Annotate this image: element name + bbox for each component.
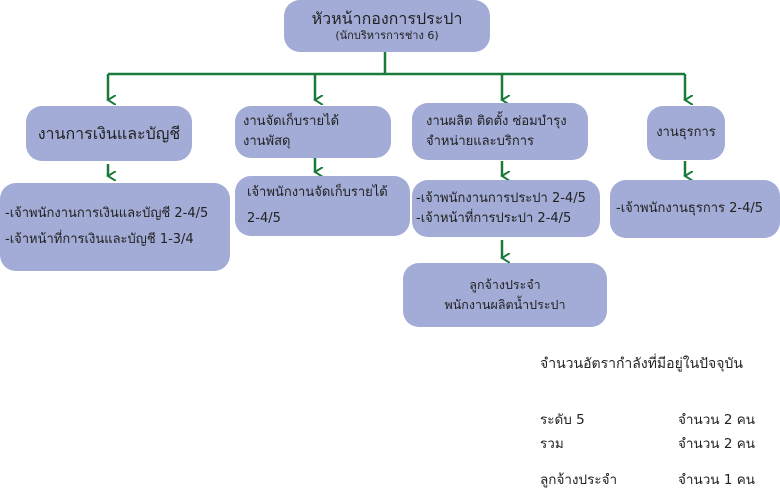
summary-value: จำนวน 2 คน: [678, 412, 755, 428]
head-box: หัวหน้ากองการประปา (นักบริหารการช่าง 6): [284, 0, 490, 52]
permanent-employee-box: ลูกจ้างประจำ พนักงานผลิตน้ำประปา: [403, 263, 607, 327]
staff-item: เจ้าพนักงานจัดเก็บรายได้: [247, 185, 388, 200]
finance-staff: -เจ้าพนักงานการเงินและบัญชี 2-4/5 -เจ้าห…: [0, 183, 230, 271]
unit-admin: งานธุรการ: [647, 106, 725, 160]
staff-item: -เจ้าพนักงานการประปา 2-4/5: [416, 190, 586, 206]
head-title: หัวหน้ากองการประปา: [311, 9, 463, 28]
unit-production-label: งานผลิต ติดตั้ง ซ่อมบำรุง: [426, 113, 567, 129]
summary-value: จำนวน 1 คน: [678, 472, 755, 488]
unit-supplies-label: งานพัสดุ: [243, 134, 291, 149]
production-staff: -เจ้าพนักงานการประปา 2-4/5 -เจ้าหน้าที่ก…: [412, 180, 600, 237]
unit-production: งานผลิต ติดตั้ง ซ่อมบำรุง จำหน่ายและบริก…: [412, 103, 588, 160]
unit-finance-label: งานการเงินและบัญชี: [37, 123, 181, 143]
unit-finance: งานการเงินและบัญชี: [26, 106, 192, 161]
staff-item: 2-4/5: [247, 211, 281, 226]
summary-label: ระดับ 5: [540, 412, 585, 428]
head-subtitle: (นักบริหารการช่าง 6): [335, 29, 439, 42]
revenue-staff: เจ้าพนักงานจัดเก็บรายได้ 2-4/5: [235, 176, 410, 236]
staff-item: -เจ้าหน้าที่การเงินและบัญชี 1-3/4: [5, 232, 194, 247]
staff-item: -เจ้าหน้าที่การประปา 2-4/5: [416, 210, 572, 226]
unit-admin-label: งานธุรการ: [656, 125, 716, 140]
summary-label: ลูกจ้างประจำ: [540, 472, 618, 488]
summary-title: จำนวนอัตรากำลังที่มีอยู่ในปัจจุบัน: [540, 356, 743, 372]
summary-label: รวม: [540, 436, 564, 452]
staff-item: -เจ้าพนักงานธุรการ 2-4/5: [616, 201, 763, 216]
sub-label: ลูกจ้างประจำ: [469, 277, 541, 292]
summary-value: จำนวน 2 คน: [678, 436, 755, 452]
sub-label: พนักงานผลิตน้ำประปา: [444, 297, 566, 312]
unit-service-label: จำหน่ายและบริการ: [426, 133, 535, 149]
admin-staff: -เจ้าพนักงานธุรการ 2-4/5: [610, 180, 780, 238]
unit-revenue-label: งานจัดเก็บรายได้: [243, 114, 340, 129]
unit-revenue: งานจัดเก็บรายได้ งานพัสดุ: [235, 106, 391, 158]
staff-item: -เจ้าพนักงานการเงินและบัญชี 2-4/5: [5, 206, 209, 221]
